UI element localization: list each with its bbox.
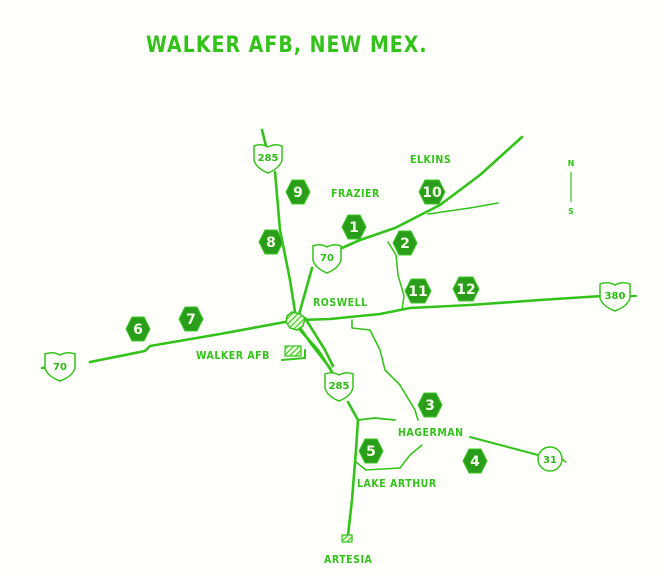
site-marker-8[interactable]: 8 xyxy=(258,229,284,255)
svg-text:285: 285 xyxy=(329,381,350,392)
svg-text:8: 8 xyxy=(266,235,276,251)
label-lake-arthur: LAKE ARTHUR xyxy=(357,477,437,490)
map-title: WALKER AFB, NEW MEX. xyxy=(146,33,428,58)
shield-us380: 380 xyxy=(599,281,631,312)
label-roswell: ROSWELL xyxy=(313,296,368,309)
svg-text:4: 4 xyxy=(470,454,480,470)
svg-text:1: 1 xyxy=(349,220,359,236)
svg-text:11: 11 xyxy=(408,284,427,300)
shield-us285-north: 285 xyxy=(253,143,283,174)
label-elkins: ELKINS xyxy=(410,153,452,166)
road-us285-south xyxy=(294,316,335,374)
walker-afb-marker xyxy=(284,345,302,357)
site-marker-11[interactable]: 11 xyxy=(404,278,432,304)
svg-text:6: 6 xyxy=(133,322,143,338)
label-hagerman: HAGERMAN xyxy=(398,426,464,439)
road-us70-northeast xyxy=(296,135,524,320)
label-frazier: FRAZIER xyxy=(331,187,380,200)
svg-text:70: 70 xyxy=(320,253,334,264)
svg-text:380: 380 xyxy=(605,291,626,302)
road-us380 xyxy=(298,294,604,322)
svg-text:285: 285 xyxy=(258,153,279,164)
svg-text:N: N xyxy=(568,159,575,168)
svg-text:10: 10 xyxy=(422,185,442,201)
site-marker-4[interactable]: 4 xyxy=(462,448,488,474)
site-marker-12[interactable]: 12 xyxy=(452,276,480,302)
site-marker-7[interactable]: 7 xyxy=(178,306,204,332)
shield-us70-west: 70 xyxy=(44,351,76,382)
site-marker-2[interactable]: 2 xyxy=(392,230,418,256)
svg-text:3: 3 xyxy=(425,398,435,414)
svg-text:7: 7 xyxy=(186,312,196,328)
site-marker-6[interactable]: 6 xyxy=(125,316,151,342)
site-marker-3[interactable]: 3 xyxy=(417,392,443,418)
site-marker-10[interactable]: 10 xyxy=(418,179,446,205)
svg-text:12: 12 xyxy=(456,282,475,298)
roswell-city-marker xyxy=(285,311,306,331)
shield-us70-east: 70 xyxy=(312,243,342,274)
road-nm31 xyxy=(469,436,539,456)
site-marker-1[interactable]: 1 xyxy=(341,214,367,240)
site-marker-9[interactable]: 9 xyxy=(285,179,311,205)
svg-text:70: 70 xyxy=(53,362,67,373)
north-arrow-icon: N S xyxy=(568,159,575,216)
site-marker-5[interactable]: 5 xyxy=(358,438,384,464)
label-walker-afb: WALKER AFB xyxy=(196,349,270,362)
svg-text:31: 31 xyxy=(543,455,557,466)
svg-text:2: 2 xyxy=(400,236,410,252)
shield-nm31: 31 xyxy=(537,446,563,472)
svg-text:9: 9 xyxy=(293,185,303,201)
shield-us285-south: 285 xyxy=(324,371,354,402)
artesia-marker xyxy=(341,534,353,543)
svg-text:5: 5 xyxy=(366,444,376,460)
svg-text:S: S xyxy=(568,207,574,216)
label-artesia: ARTESIA xyxy=(324,553,373,566)
road-us285-north xyxy=(260,128,298,320)
